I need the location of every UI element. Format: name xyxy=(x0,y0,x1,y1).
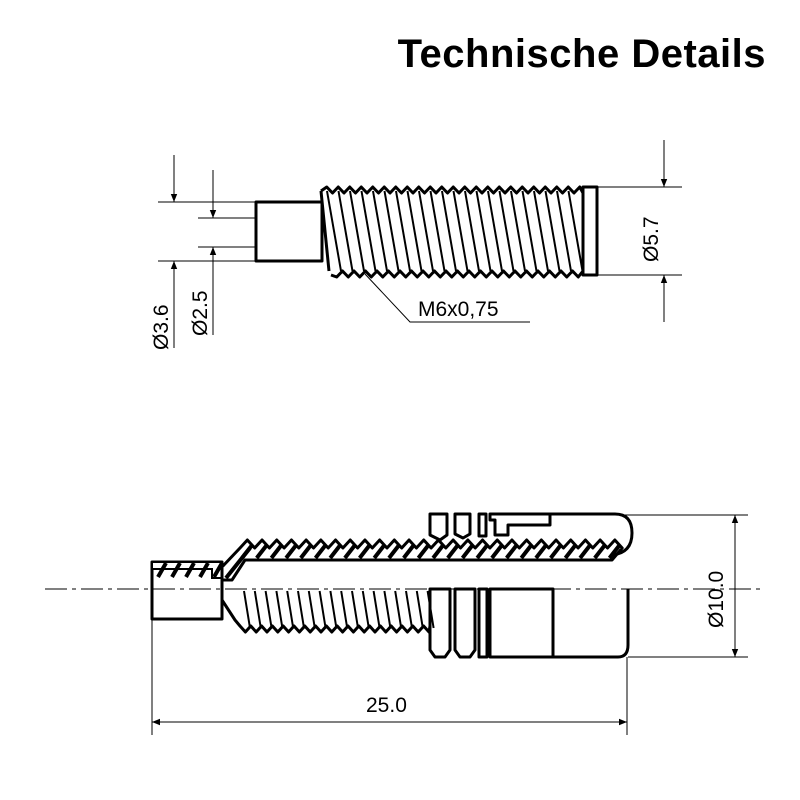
inner-thread xyxy=(220,580,435,634)
thread-callout-label: M6x0,75 xyxy=(418,298,499,321)
threaded-sleeve-section xyxy=(220,538,624,582)
dim-length-label: 25.0 xyxy=(366,694,407,717)
dim-diameter-label: Ø10.0 xyxy=(705,571,728,628)
small-cylinder xyxy=(254,200,324,263)
section-view-part xyxy=(45,512,760,659)
dim-inner-small-label: Ø2.5 xyxy=(189,290,212,336)
page-title: Technische Details xyxy=(397,32,766,76)
dim-thread-diameter-label: Ø5.7 xyxy=(640,216,663,262)
dim-outer-small-label: Ø3.6 xyxy=(150,304,173,350)
thread-body xyxy=(319,185,585,279)
thread-body-end xyxy=(581,185,599,277)
section-view-dimensions: Ø10.0 25.0 xyxy=(151,514,748,735)
top-view-part xyxy=(254,185,599,279)
top-view-dimensions: Ø3.6 Ø2.5 Ø5.7 M6x0,75 xyxy=(150,140,682,350)
